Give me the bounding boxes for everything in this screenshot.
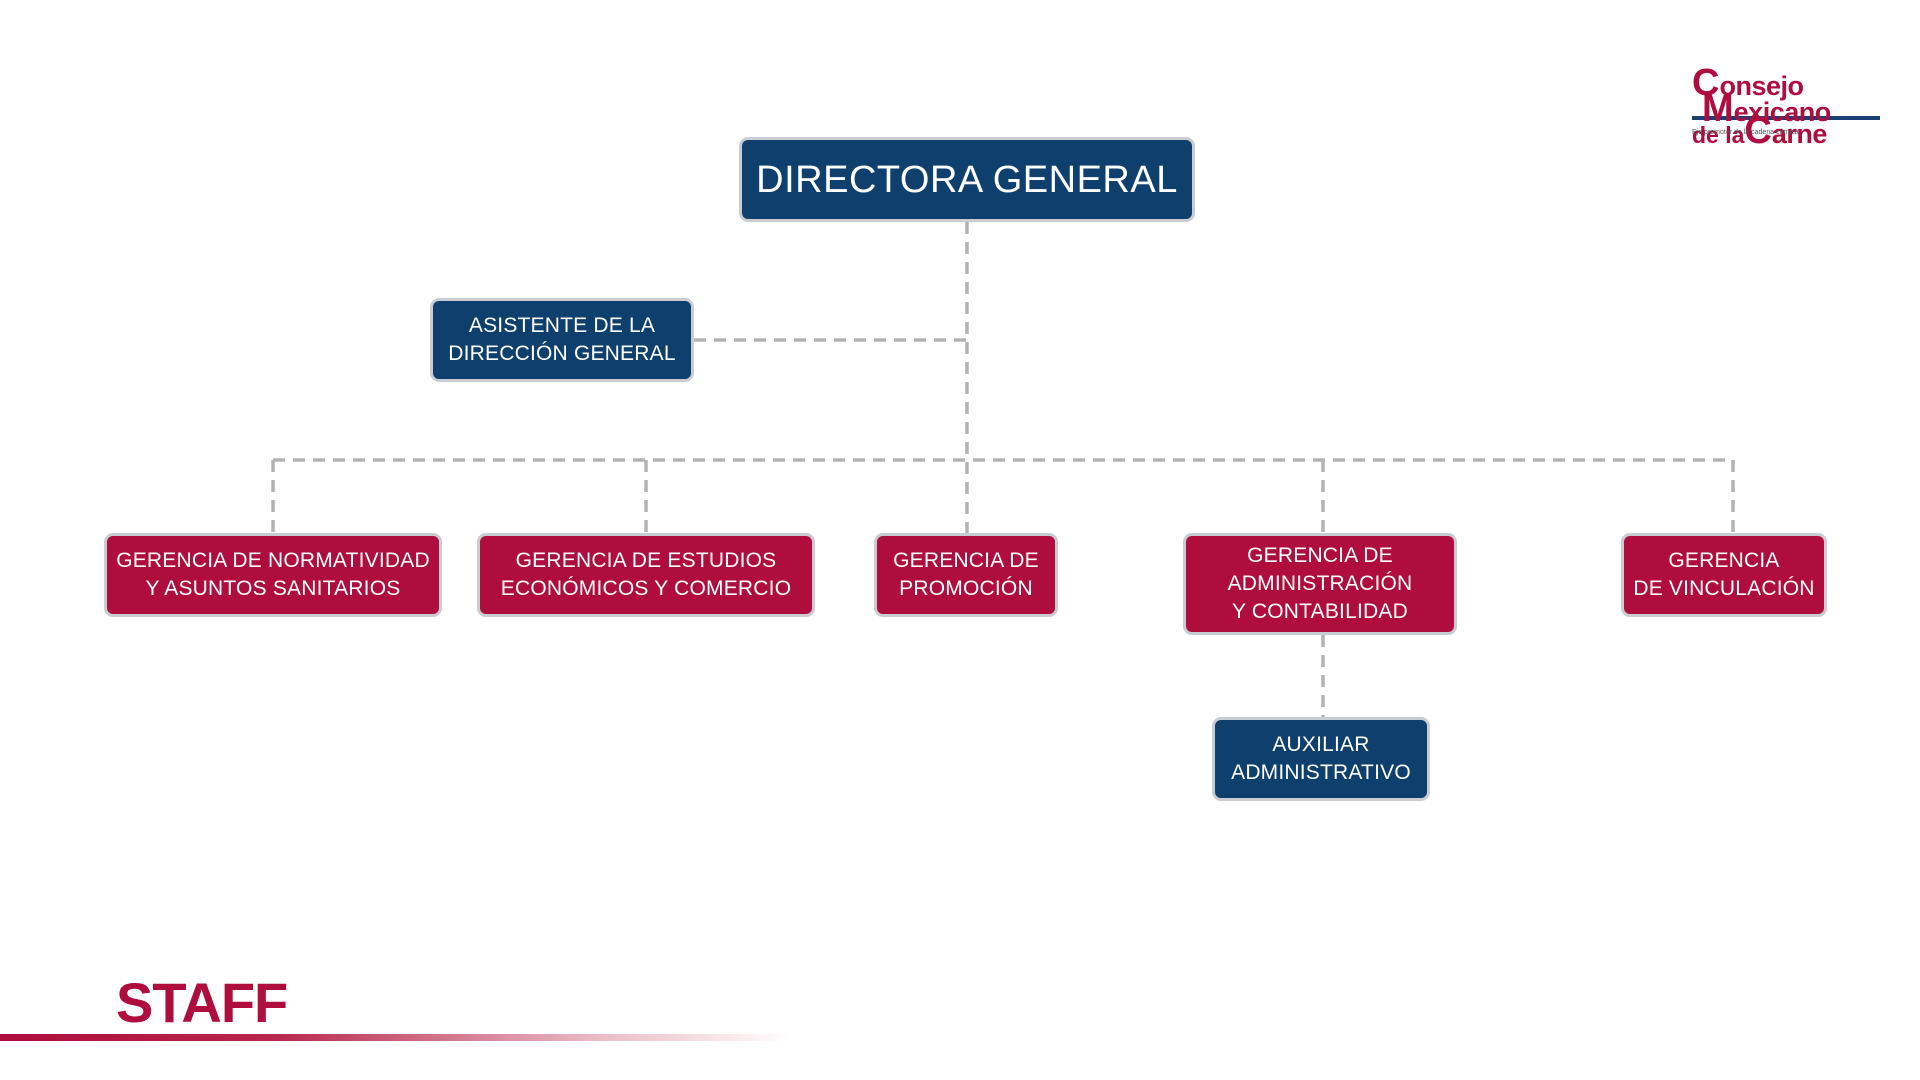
logo-cap-m: M (1702, 88, 1734, 130)
logo-rule (1692, 116, 1880, 120)
auxiliary-box: AUXILIAR ADMINISTRATIVO (1212, 717, 1430, 801)
logo-cap-c2: C (1744, 110, 1772, 152)
logo-line-3: de laCarne (1692, 112, 1827, 150)
manager-box-normatividad: GERENCIA DE NORMATIVIDAD Y ASUNTOS SANIT… (104, 533, 442, 617)
logo-line-2: Mexicano (1702, 90, 1831, 128)
logo-word-carne: arne (1771, 119, 1828, 149)
section-title: STAFF (116, 971, 288, 1034)
section-title-underline (0, 1034, 790, 1041)
logo-cap-c: C (1692, 62, 1720, 104)
manager-box-promocion: GERENCIA DE PROMOCIÓN (874, 533, 1058, 617)
manager-box-vinculacion: GERENCIA DE VINCULACIÓN (1621, 533, 1827, 617)
director-general-box: DIRECTORA GENERAL (739, 137, 1195, 222)
logo-line-1: Consejo (1692, 62, 1804, 104)
manager-box-administracion: GERENCIA DE ADMINISTRACIÓN Y CONTABILIDA… (1183, 533, 1457, 635)
logo-word-de-la: de la (1692, 122, 1745, 148)
logo-word-consejo: onsejo (1719, 71, 1804, 101)
logo-tagline: Eje promotor de la cadena cárnica. (1692, 129, 1801, 136)
organization-logo: Consejo Mexicano de laCarne (1692, 62, 1882, 150)
logo-word-mexicano: exicano (1733, 97, 1832, 127)
manager-box-estudios: GERENCIA DE ESTUDIOS ECONÓMICOS Y COMERC… (477, 533, 815, 617)
assistant-box: ASISTENTE DE LA DIRECCIÓN GENERAL (430, 298, 694, 382)
